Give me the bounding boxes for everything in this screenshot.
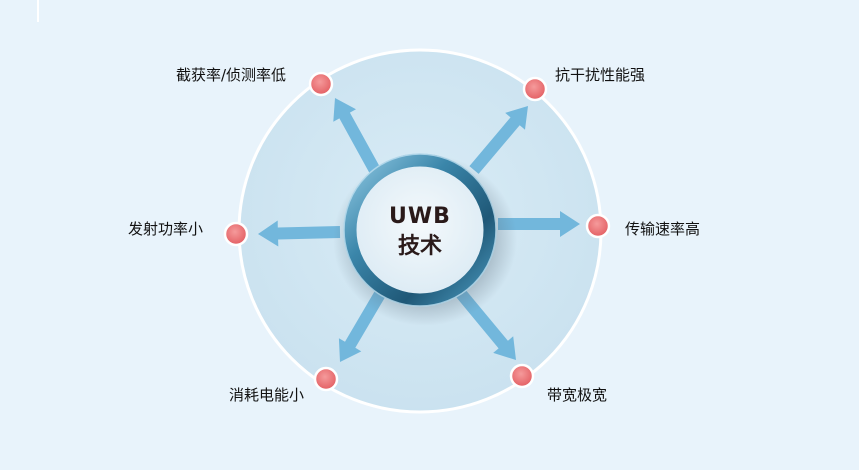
arrow-low-detect bbox=[333, 98, 384, 179]
arrow-anti-interference bbox=[469, 106, 528, 174]
center-title-tech: 技术 bbox=[397, 234, 442, 259]
center-ring bbox=[343, 153, 497, 307]
dot-high-rate bbox=[585, 213, 611, 239]
dot-low-consumption bbox=[313, 366, 339, 392]
center-ring-highlight bbox=[343, 153, 497, 307]
feature-label-low-consumption: 消耗电能小 bbox=[229, 386, 305, 404]
feature-label-wide-band: 带宽极宽 bbox=[547, 386, 608, 404]
feature-label-anti-interference: 抗干扰性能强 bbox=[555, 66, 646, 84]
arrow-low-power bbox=[258, 220, 341, 247]
corner-tick bbox=[37, 0, 39, 22]
feature-label-high-rate: 传输速率高 bbox=[625, 220, 701, 238]
center-ring-fill bbox=[352, 162, 488, 298]
feature-label-low-detect: 截获率/侦测率低 bbox=[176, 66, 287, 84]
dot-anti-interference bbox=[522, 76, 548, 102]
dot-low-detect bbox=[308, 71, 334, 97]
center-title-uwb: UWB bbox=[389, 204, 451, 229]
dot-low-power bbox=[223, 221, 249, 247]
feature-label-low-power: 发射功率小 bbox=[128, 220, 204, 238]
dot-wide-band bbox=[509, 363, 535, 389]
dot-group bbox=[223, 71, 611, 392]
arrow-high-rate bbox=[498, 211, 580, 237]
